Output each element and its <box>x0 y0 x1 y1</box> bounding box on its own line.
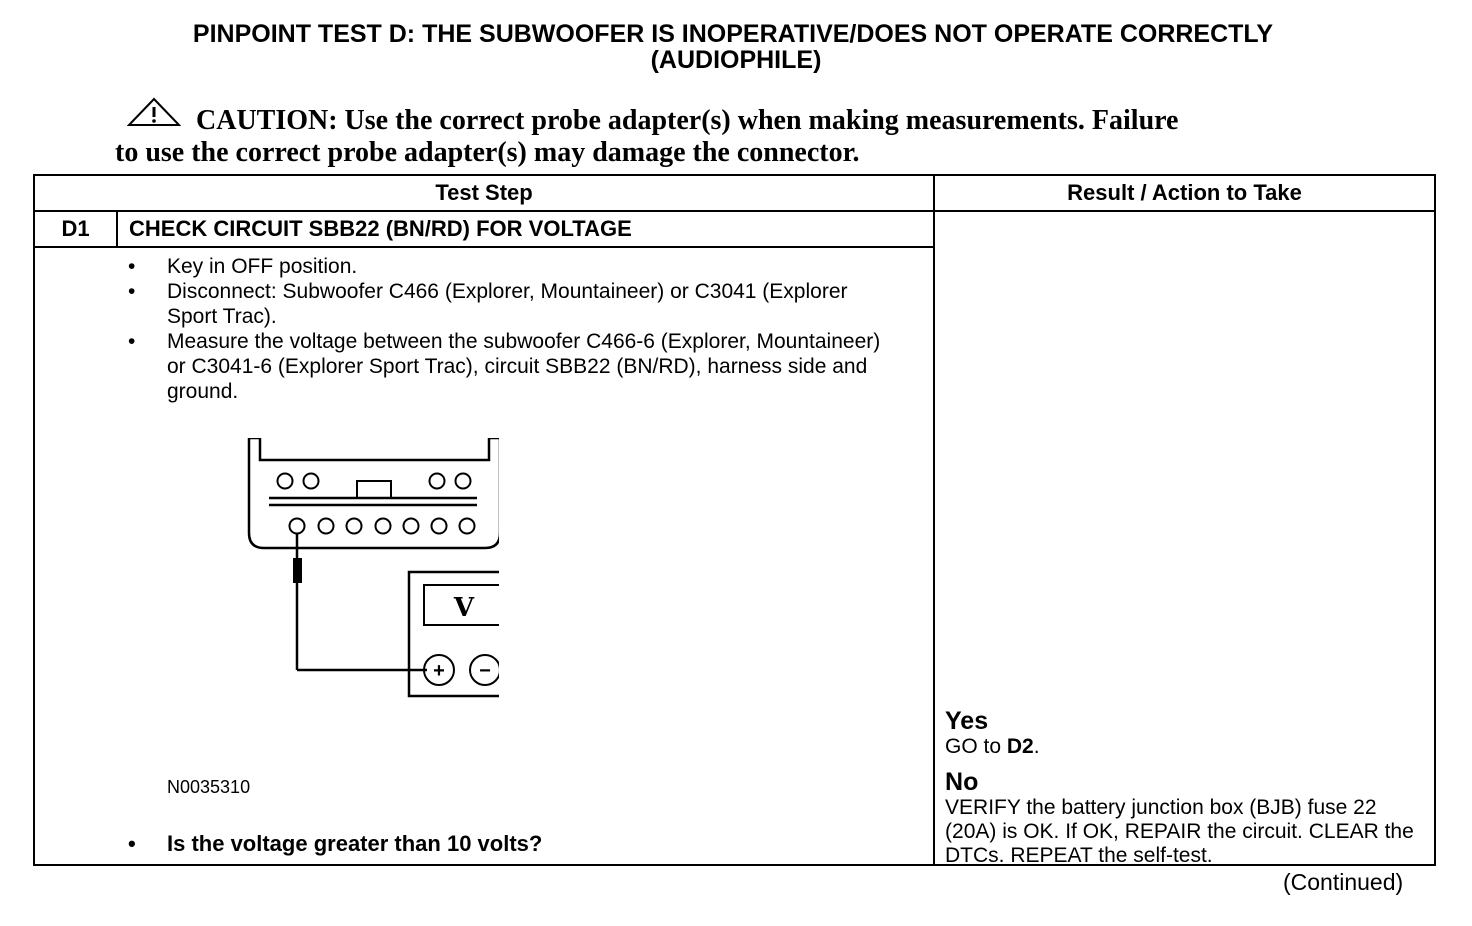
header-result: Result / Action to Take <box>933 174 1437 212</box>
result-yes: Yes GO to D2. <box>945 707 1425 759</box>
voltmeter-body <box>407 570 499 698</box>
instruction-text: Key in OFF position. <box>167 255 358 278</box>
step-instructions: •Key in OFF position. •Disconnect: Subwo… <box>128 254 888 404</box>
instruction-text: Measure the voltage between the subwoofe… <box>167 330 881 403</box>
header-test-step: Test Step <box>32 174 936 212</box>
plus-sign: + <box>433 660 445 682</box>
pinpoint-test-table: Test Step Result / Action to Take D1 CHE… <box>32 174 1437 868</box>
caution-line-2: to use the correct probe adapter(s) may … <box>115 137 860 168</box>
instruction-item: •Key in OFF position. <box>128 255 358 278</box>
caution-line-1: CAUTION: Use the correct probe adapter(s… <box>196 105 1179 136</box>
no-action: VERIFY the battery junction box (BJB) fu… <box>945 796 1414 867</box>
connector-body <box>247 438 499 550</box>
page-title: PINPOINT TEST D: THE SUBWOOFER IS INOPER… <box>192 20 1274 48</box>
minus-sign: − <box>479 660 491 682</box>
voltmeter-display <box>423 584 499 626</box>
figure-id: N0035310 <box>167 777 251 797</box>
step-body-cell: •Key in OFF position. •Disconnect: Subwo… <box>32 246 936 866</box>
plus-terminal <box>423 654 455 686</box>
step-title: CHECK CIRCUIT SBB22 (BN/RD) FOR VOLTAGE <box>115 210 936 248</box>
probe-tip-positive <box>293 558 302 583</box>
question-text: Is the voltage greater than 10 volts? <box>167 831 543 856</box>
yes-action-period: . <box>1033 735 1040 758</box>
no-label: No <box>945 768 979 796</box>
page-subtitle: (AUDIOPHILE) <box>650 46 822 74</box>
connector-latch <box>356 480 392 499</box>
instruction-item: •Disconnect: Subwoofer C466 (Explorer, M… <box>128 280 848 328</box>
connector-pins-top <box>276 472 472 490</box>
instruction-text: Disconnect: Subwoofer C466 (Explorer, Mo… <box>167 280 848 328</box>
yes-action: GO to D2. <box>945 735 1425 759</box>
warning-triangle-icon <box>127 97 181 126</box>
step-question: •Is the voltage greater than 10 volts? <box>128 831 543 856</box>
result-cell: Yes GO to D2. No VERIFY the battery junc… <box>933 210 1437 868</box>
yes-action-text: GO to <box>945 735 1007 758</box>
voltmeter-connector-diagram: V + − <box>247 438 499 698</box>
continued-label: (Continued) <box>1283 869 1404 895</box>
step-id: D1 <box>33 210 118 248</box>
instruction-item: •Measure the voltage between the subwoof… <box>128 330 881 403</box>
connector-pins-bottom <box>288 517 476 535</box>
voltmeter-label: V <box>453 593 475 623</box>
goto-d2-link[interactable]: D2 <box>1006 735 1034 758</box>
result-no: No VERIFY the battery junction box (BJB)… <box>945 768 1425 868</box>
yes-label: Yes <box>945 707 989 735</box>
minus-terminal <box>469 654 499 686</box>
